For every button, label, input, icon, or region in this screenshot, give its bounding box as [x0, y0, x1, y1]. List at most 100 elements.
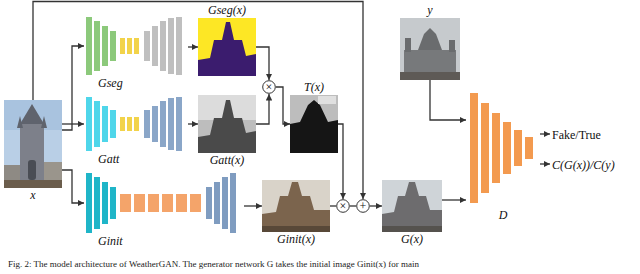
drawing-part — [400, 18, 460, 80]
connector-line — [62, 46, 84, 130]
drawing-part — [503, 122, 511, 174]
connector-line — [540, 163, 550, 164]
drawing-part — [290, 95, 338, 153]
operator-symbol: × — [262, 80, 276, 94]
drawing-part — [168, 98, 174, 150]
drawing-part — [102, 182, 108, 224]
connector-line — [350, 205, 356, 206]
drawing-part — [144, 110, 150, 138]
initial-output: Ginit(x) — [262, 180, 330, 232]
connector-line — [62, 170, 84, 203]
drawing-part — [4, 165, 20, 180]
input-image: x — [4, 100, 62, 188]
segmentation-network — [86, 17, 182, 75]
output-label: C(G(x))/C(y) — [552, 155, 615, 173]
drawing-part — [400, 72, 460, 80]
drawing-part — [20, 104, 44, 124]
drawing-part — [404, 50, 456, 74]
operator-symbol: + — [356, 199, 370, 213]
drawing-part — [222, 177, 228, 229]
generated-image: G(x) — [382, 180, 442, 232]
add-operator: + — [356, 199, 370, 213]
drawing-part — [449, 40, 455, 52]
drawing-part — [4, 100, 62, 188]
discriminator-network: D — [466, 88, 540, 208]
drawing-part — [525, 137, 533, 159]
node-label: D — [499, 209, 508, 222]
node-label: y — [427, 4, 432, 17]
drawing-part — [110, 187, 116, 219]
node-label: Gatt(x) — [210, 154, 245, 167]
connector-line — [244, 205, 262, 206]
drawing-part — [206, 187, 212, 219]
discriminator-network — [470, 93, 533, 203]
attention-map — [198, 95, 256, 153]
operator-ring — [357, 200, 370, 213]
drawing-part — [198, 22, 256, 76]
node-label: Fake/True — [552, 128, 601, 142]
drawing-part — [214, 182, 220, 224]
drawing-part — [86, 97, 92, 151]
drawing-part — [102, 106, 108, 142]
connector-line — [276, 87, 290, 124]
drawing-part — [134, 117, 139, 131]
drawing-part — [86, 17, 92, 75]
initial-network: Ginit — [84, 172, 244, 234]
target-photo — [400, 18, 460, 80]
drawing-part — [481, 103, 489, 193]
drawing-part — [28, 160, 36, 180]
drawing-part — [514, 130, 522, 166]
drawing-part — [262, 226, 330, 232]
drawing-part — [262, 182, 330, 232]
drawing-part — [120, 194, 131, 212]
segmentation-network: Gseg — [84, 16, 188, 76]
target-image: y — [400, 18, 460, 80]
node-label: Gseg(x) — [208, 4, 246, 17]
input-photo — [4, 100, 62, 188]
drawing-part — [4, 180, 62, 188]
drawing-part — [290, 95, 338, 124]
drawing-part — [198, 18, 256, 76]
node-label: Gatt — [98, 153, 119, 166]
connector-line — [330, 205, 336, 206]
drawing-part — [152, 106, 158, 142]
drawing-part — [17, 116, 23, 128]
drawing-part — [86, 173, 92, 233]
node-label: T(x) — [304, 81, 324, 94]
connector-line — [540, 133, 550, 134]
operator-ring — [337, 200, 350, 213]
drawing-part — [94, 21, 100, 71]
drawing-part — [160, 21, 166, 71]
drawing-part — [44, 162, 62, 180]
connector-line — [256, 94, 269, 124]
connector-line — [442, 199, 466, 200]
connector-line — [430, 80, 466, 120]
drawing-part — [168, 18, 174, 74]
drawing-part — [176, 17, 182, 75]
drawing-part — [382, 180, 442, 232]
attention-output: Gatt(x) — [198, 95, 256, 153]
figure-caption: Fig. 2: The model architecture of Weathe… — [8, 259, 419, 270]
node-label: Ginit(x) — [277, 233, 315, 246]
multiply-operator: × — [262, 80, 276, 94]
drawing-part — [110, 110, 116, 138]
segmentation-output: Gseg(x) — [198, 18, 256, 76]
node-label: x — [30, 189, 35, 202]
drawing-part — [160, 101, 166, 147]
drawing-part — [110, 31, 116, 61]
drawing-part — [198, 95, 256, 153]
drawing-part — [120, 117, 125, 131]
drawing-part — [382, 226, 442, 232]
initial-output-photo — [262, 180, 330, 232]
multiply-operator: × — [336, 199, 350, 213]
operator-symbol: × — [336, 199, 350, 213]
node-label: Gseg — [98, 77, 123, 90]
connector-line — [338, 124, 343, 199]
drawing-part — [134, 194, 145, 212]
attention-network — [86, 97, 182, 151]
connector-line — [62, 123, 84, 124]
mask-image: T(x) — [290, 95, 338, 153]
drawing-part — [41, 116, 47, 128]
